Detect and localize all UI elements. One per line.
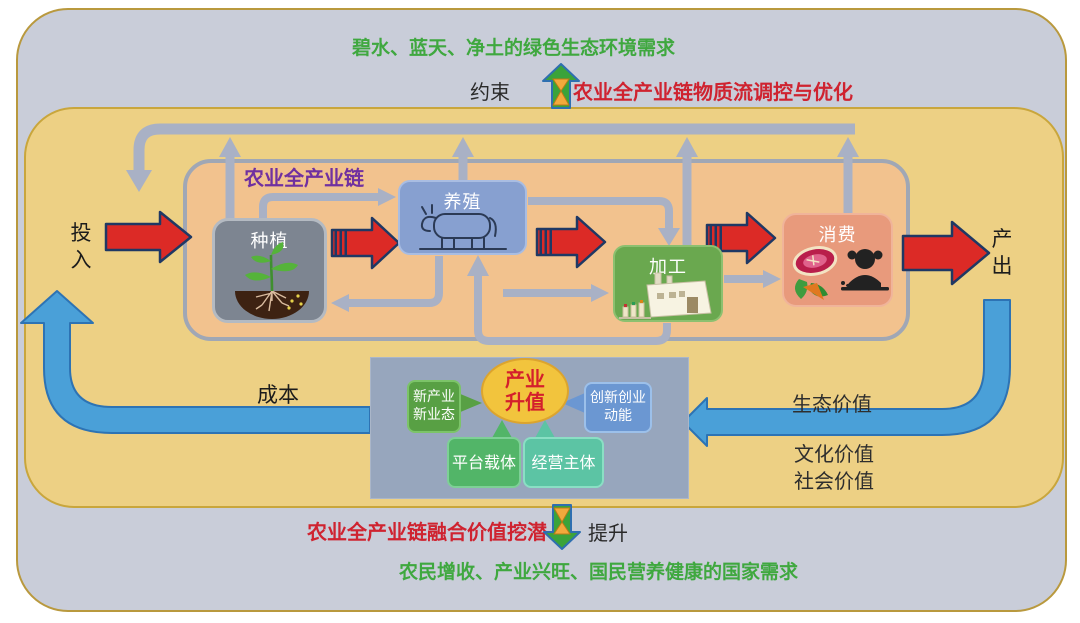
stage-box-processing: 加工	[613, 245, 723, 322]
factory-icon	[619, 272, 712, 319]
up-arrow-hourglass-icon	[542, 63, 580, 109]
national-demand-text: 农民增收、产业兴旺、国民营养健康的国家需求	[399, 561, 799, 583]
stage-label-consumption: 消费	[818, 225, 857, 246]
bottles-icon	[622, 300, 645, 318]
plant-with-roots-icon	[235, 242, 309, 319]
meal-and-diner-icon	[792, 246, 889, 300]
factor-platform: 平台载体	[447, 437, 521, 488]
potential-title: 农业全产业链融合价值挖潜	[307, 520, 547, 544]
cost-label: 成本	[257, 383, 299, 407]
improve-label: 提升	[588, 521, 628, 545]
down-arrow-hourglass-icon	[543, 504, 581, 550]
factor-operator: 经营主体	[523, 437, 604, 488]
stage-box-planting: 种植	[212, 218, 327, 323]
stage-box-breeding: 养殖	[398, 180, 527, 255]
upgrade-connector-arrows	[458, 393, 585, 438]
core-value-ellipse: 产业 升值	[481, 358, 569, 424]
output-label: 产 出	[991, 227, 1013, 279]
stage-box-consumption: 消费	[782, 213, 893, 307]
stage-label-breeding: 养殖	[443, 192, 482, 213]
factor-new-industry: 新产业 新业态	[407, 380, 461, 433]
constraint-label: 约束	[470, 80, 510, 104]
regulation-title: 农业全产业链物质流调控与优化	[573, 80, 853, 104]
industry-upgrade-panel: 产业 升值 新产业 新业态 创新创业 动能 平台载体 经营主体	[370, 357, 689, 499]
chain-label: 农业全产业链	[244, 166, 364, 190]
culture-value-label: 文化价值	[794, 442, 874, 466]
carrot-icon	[803, 283, 824, 300]
diner-girl-icon	[841, 249, 889, 291]
leaf-icon	[794, 279, 808, 299]
factor-innovation: 创新创业 动能	[584, 382, 652, 433]
eco-value-label: 生态价值	[792, 392, 872, 416]
steak-icon	[792, 246, 838, 276]
social-value-label: 社会价值	[794, 469, 874, 493]
env-demand-text: 碧水、蓝天、净土的绿色生态环境需求	[352, 37, 676, 59]
input-label: 投 入	[70, 221, 92, 273]
cow-icon	[419, 204, 507, 250]
